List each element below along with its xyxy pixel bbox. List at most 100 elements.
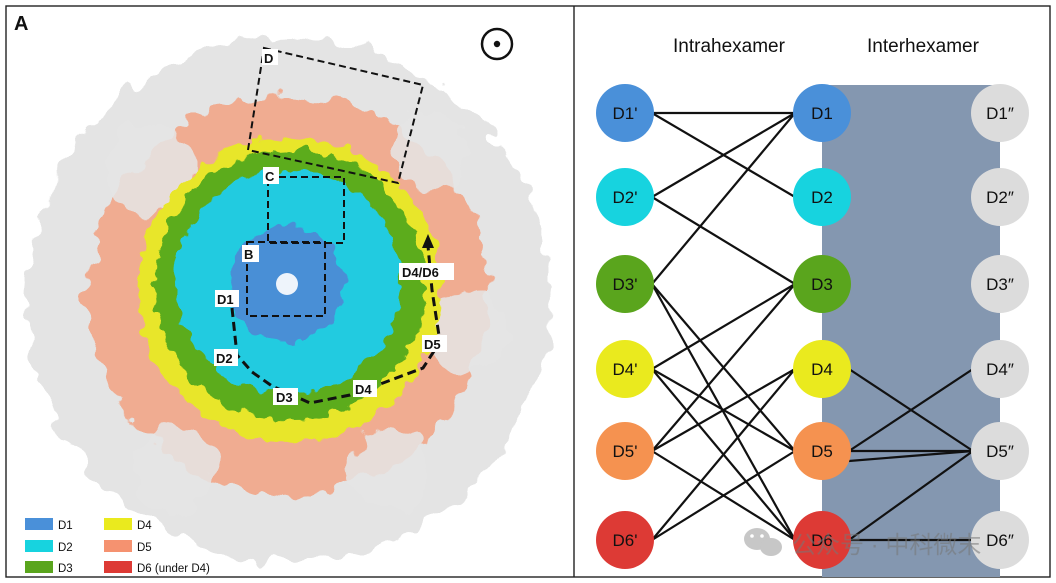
node-label: D5 (811, 442, 833, 461)
legend-swatch (25, 561, 53, 573)
legend-swatch (25, 518, 53, 530)
figure-border (5, 5, 1051, 578)
box-label-d: D (264, 51, 273, 66)
watermark: 公众号 · 中科微末 (744, 528, 981, 559)
out-of-plane-symbol (480, 27, 514, 61)
intrahexamer-edge (651, 283, 796, 541)
node-middle-6: D6 (793, 511, 851, 569)
path-arrowhead (422, 234, 434, 248)
density-map (26, 38, 550, 562)
legend-swatch (25, 540, 53, 552)
node-circle (596, 340, 654, 398)
node-left-4: D4' (596, 340, 654, 398)
central-pore (276, 273, 298, 295)
node-circle (793, 255, 851, 313)
node-right-5: D5″ (971, 422, 1029, 480)
node-middle-1: D1 (793, 84, 851, 142)
node-middle-4: D4 (793, 340, 851, 398)
node-circle (971, 340, 1029, 398)
node-circle (793, 511, 851, 569)
path-label-d4: D4 (355, 382, 372, 397)
box-d (246, 46, 425, 185)
node-middle-5: D5 (793, 422, 851, 480)
legend-label: D2 (58, 542, 73, 554)
node-circle (793, 84, 851, 142)
path-label-d5: D5 (424, 337, 441, 352)
legend-label: D4 (137, 520, 152, 532)
node-circle (793, 168, 851, 226)
node-label: D4″ (986, 360, 1014, 379)
node-label: D3' (613, 275, 638, 294)
node-label: D6' (613, 531, 638, 550)
legend-label: D3 (58, 563, 73, 575)
path-label-d1: D1 (217, 292, 234, 307)
interhexamer-header: Interhexamer (867, 36, 980, 57)
node-circle (971, 84, 1029, 142)
edges (651, 111, 974, 542)
node-label: D2″ (986, 188, 1014, 207)
node-label: D5″ (986, 442, 1014, 461)
node-circle (596, 511, 654, 569)
node-label: D1' (613, 104, 638, 123)
node-label: D6″ (986, 531, 1014, 550)
interhexamer-edge (848, 450, 974, 541)
node-label: D4' (613, 360, 638, 379)
node-label: D1 (811, 104, 833, 123)
node-left-3: D3' (596, 255, 654, 313)
legend-swatch (104, 561, 132, 573)
watermark-text: 公众号 · 中科微末 (792, 532, 981, 559)
node-right-1: D1″ (971, 84, 1029, 142)
interhexamer-edge (848, 368, 974, 452)
node-circle (793, 422, 851, 480)
contact-path (230, 245, 442, 405)
legend-label: D1 (58, 520, 73, 532)
node-circle (596, 84, 654, 142)
node-circle (596, 422, 654, 480)
node-left-2: D2' (596, 168, 654, 226)
node-right-3: D3″ (971, 255, 1029, 313)
dashed-boxes (246, 46, 425, 317)
panel-label: A (14, 13, 28, 35)
legend: D1 D2 D3 D4 D5 D6 (under D4) (25, 518, 210, 575)
node-label: D5' (613, 442, 638, 461)
node-circle (971, 422, 1029, 480)
legend-swatch (104, 518, 132, 530)
node-right-4: D4″ (971, 340, 1029, 398)
box-labels: D C B (242, 49, 279, 262)
node-circle (793, 340, 851, 398)
legend-label: D6 (under D4) (137, 563, 210, 575)
node-label: D1″ (986, 104, 1014, 123)
intrahexamer-header: Intrahexamer (673, 36, 786, 57)
node-left-6: D6' (596, 511, 654, 569)
node-label: D2 (811, 188, 833, 207)
box-b (246, 241, 326, 317)
path-label-d3: D3 (276, 390, 293, 405)
ring-d5-white-overlay (105, 112, 510, 512)
node-right-6: D6″ (971, 511, 1029, 569)
node-circle (971, 168, 1029, 226)
node-middle-3: D3 (793, 255, 851, 313)
intrahexamer-edge (651, 283, 796, 370)
intrahexamer-edge (651, 112, 796, 285)
node-label: D6 (811, 531, 833, 550)
legend-label: D5 (137, 542, 152, 554)
node-right-2: D2″ (971, 168, 1029, 226)
node-label: D3″ (986, 275, 1014, 294)
interhexamer-band (822, 85, 1000, 577)
path-label-d4-d6: D4/D6 (402, 265, 439, 280)
node-left-1: D1' (596, 84, 654, 142)
interhexamer-edge (848, 449, 974, 463)
node-circle (971, 255, 1029, 313)
node-circle (596, 255, 654, 313)
node-label: D4 (811, 360, 833, 379)
box-label-c: C (265, 169, 275, 184)
path-labels: D1 D2 D3 D4 D5 D4/D6 (214, 263, 454, 405)
intrahexamer-edge (651, 112, 796, 198)
intrahexamer-edge (651, 283, 796, 452)
node-middle-2: D2 (793, 168, 851, 226)
node-label: D3 (811, 275, 833, 294)
box-label-b: B (244, 247, 253, 262)
intrahexamer-edge (651, 368, 796, 541)
